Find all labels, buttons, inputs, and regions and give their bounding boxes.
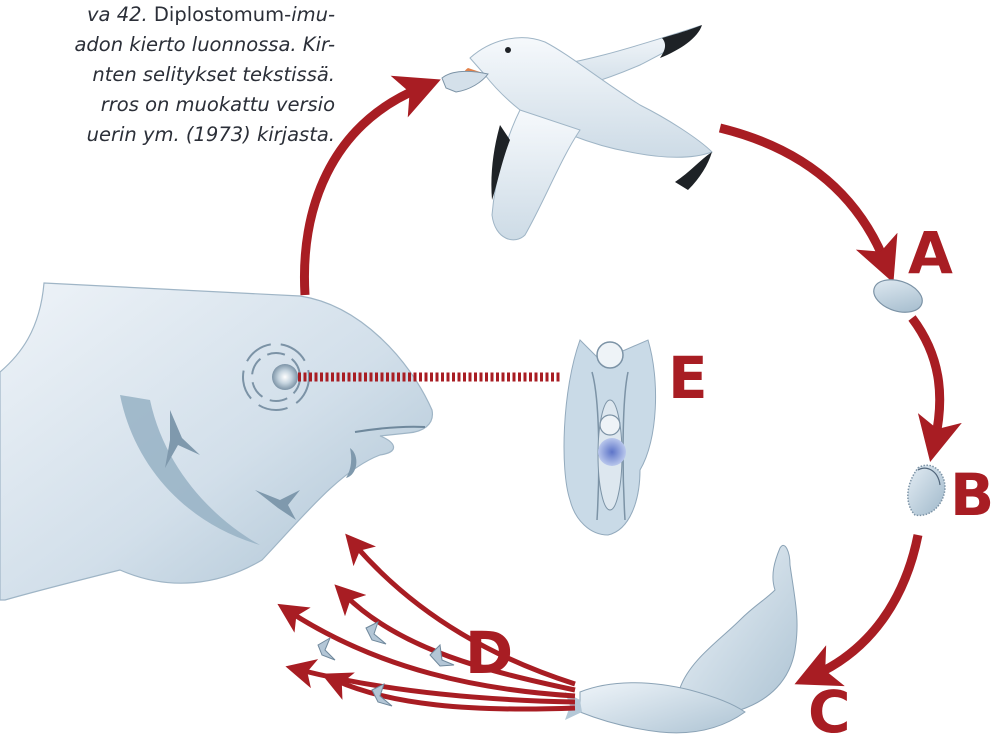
miracidium xyxy=(908,465,945,515)
gull-prey-fish xyxy=(442,71,488,92)
snail-shell xyxy=(680,545,797,710)
arrow-miracidium-to-snail xyxy=(815,535,918,675)
cercaria-1 xyxy=(318,638,335,660)
label-a: A xyxy=(908,219,953,287)
metacercaria xyxy=(564,340,656,535)
gull-upper-wing-tip xyxy=(660,25,702,58)
gull-eye xyxy=(505,47,511,53)
arrow-bird-to-egg xyxy=(720,128,885,262)
label-c: C xyxy=(808,678,851,746)
label-e: E xyxy=(668,344,708,412)
cercaria-arrows xyxy=(290,545,575,709)
arrow-egg-to-miracidium xyxy=(912,318,940,440)
gull-lower-wing xyxy=(492,110,580,240)
label-d: D xyxy=(465,619,513,687)
gull-bird xyxy=(442,25,712,240)
snail xyxy=(565,545,797,732)
label-b: B xyxy=(950,461,993,529)
fish-head xyxy=(0,283,432,600)
fish-body xyxy=(0,283,432,600)
arrow-fish-to-bird xyxy=(304,88,420,295)
